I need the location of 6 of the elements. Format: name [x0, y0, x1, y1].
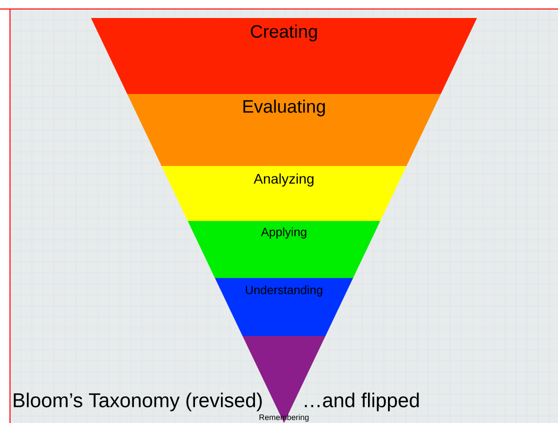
pyramid-band: Understanding — [214, 278, 354, 336]
slide-caption: …and flipped — [304, 392, 419, 412]
pyramid-band: Analyzing — [162, 166, 406, 221]
slide-caption: Bloom’s Taxonomy (revised) — [14, 392, 262, 412]
pyramid-band: Evaluating — [127, 94, 441, 166]
pyramid-band: Applying — [188, 221, 380, 278]
